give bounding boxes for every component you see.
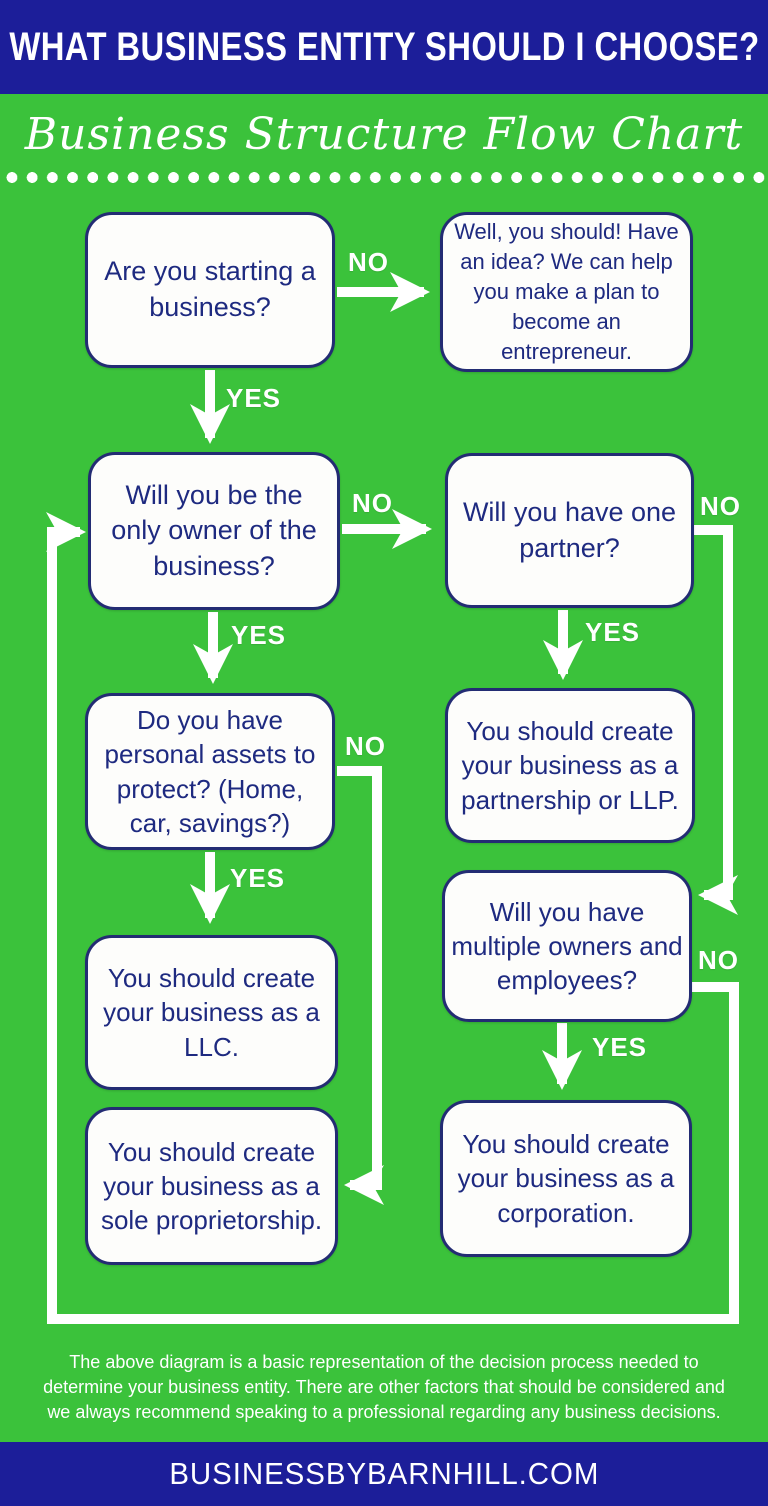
disclaimer-line-3: we always recommend speaking to a profes… [47,1402,721,1422]
node-one-partner-question: Will you have one partner? [445,453,694,608]
disclaimer-line-2: determine your business entity. There ar… [43,1377,725,1397]
edge-label-owner-no: NO [352,488,393,518]
dotted-divider [2,170,766,185]
node-start-question: Are you starting a business? [85,212,335,368]
node-personal-assets-question: Do you have personal assets to protect? … [85,693,335,850]
edge-label-start-no: NO [348,247,389,277]
arrow-partner-no [692,525,738,915]
edge-label-assets-yes: YES [230,863,286,893]
node-only-owner-question: Will you be the only owner of the busine… [88,452,340,610]
node-llc-result: You should create your business as a LLC… [85,935,338,1090]
node-multiple-owners-question: Will you have multiple owners and employ… [442,870,692,1022]
arrow-assets-no [337,766,384,1205]
edge-label-multi-no: NO [698,945,739,975]
node-partnership-llp-result: You should create your business as a par… [445,688,695,843]
arrow-multi-no-loop [46,512,739,1324]
edge-label-start-yes: YES [226,383,282,413]
disclaimer-text: The above diagram is a basic representat… [0,1350,768,1425]
edge-label-partner-yes: YES [585,617,641,647]
header-bar: WHAT BUSINESS ENTITY SHOULD I CHOOSE? [0,0,768,94]
edge-label-multi-yes: YES [592,1032,648,1062]
disclaimer-line-1: The above diagram is a basic representat… [69,1352,699,1372]
footer-bar: BUSINESSBYBARNHILL.COM [0,1442,768,1506]
node-corporation-result: You should create your business as a cor… [440,1100,692,1257]
node-sole-proprietorship-result: You should create your business as a sol… [85,1107,338,1265]
edge-label-partner-no: NO [700,491,741,521]
node-not-starting-advice: Well, you should! Have an idea? We can h… [440,212,693,372]
edge-label-assets-no: NO [345,731,386,761]
subtitle-script: Business Structure Flow Chart [24,108,744,160]
page-title: WHAT BUSINESS ENTITY SHOULD I CHOOSE? [8,24,760,69]
edge-label-owner-yes: YES [231,620,287,650]
footer-site-url: BUSINESSBYBARNHILL.COM [168,1456,600,1491]
